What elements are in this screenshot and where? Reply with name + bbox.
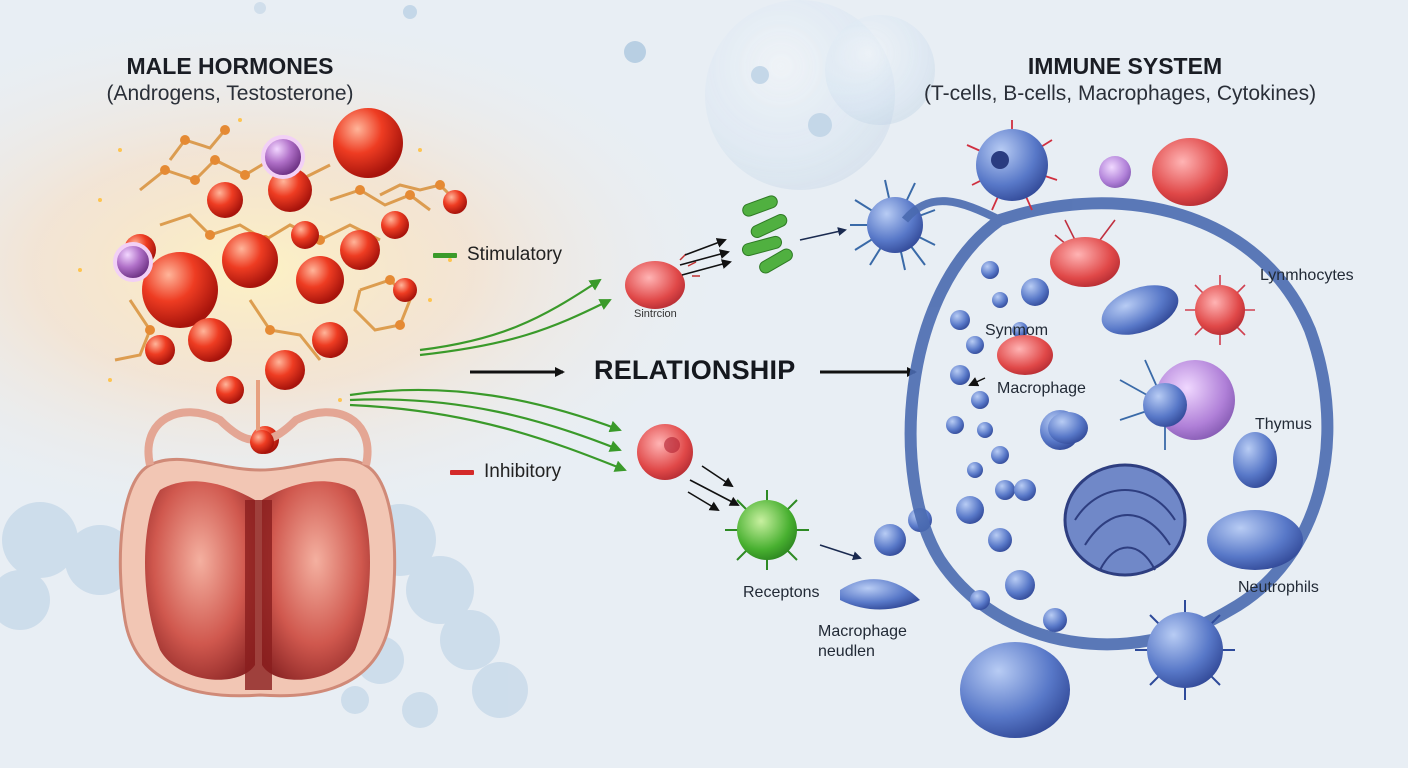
- neutrophil-ellipse: [1207, 510, 1303, 570]
- right-subtitle: (T-cells, B-cells, Macrophages, Cytokine…: [923, 82, 1317, 105]
- arrow-to-macrophage: [819, 544, 862, 561]
- relationship-label: RELATIONSHIP: [594, 355, 796, 385]
- stimulatory-arrows: [349, 278, 627, 472]
- red-cell-center-top: [1050, 219, 1120, 287]
- macrophage-label: Macrophage: [997, 380, 1086, 397]
- arrow-to-dendritic: [799, 227, 847, 241]
- thymus-label: Thymus: [1255, 416, 1312, 433]
- thymus-cell: [1233, 432, 1277, 488]
- hormone-molecule-cluster: [78, 108, 467, 454]
- blue-ellipse-cell: [1101, 285, 1179, 335]
- stimulatory-swatch: [433, 252, 457, 258]
- receptors-label: Receptons: [743, 584, 820, 601]
- inhibitory-swatch: [450, 469, 474, 475]
- lymphocyte-cell: [1185, 275, 1255, 345]
- background-bubbles: [0, 0, 935, 728]
- upper-cell-label: Sintrcion: [634, 308, 677, 320]
- green-bacteria: [741, 195, 793, 274]
- stimulatory-label: Stimulatory: [467, 244, 563, 265]
- small-black-arrows-lower: [687, 465, 740, 512]
- synom-label: Synmom: [985, 322, 1049, 339]
- immune-vessel-ring: [901, 197, 1334, 651]
- right-title: IMMUNE SYSTEM: [1027, 53, 1223, 79]
- blue-small-cluster: [956, 479, 1067, 632]
- thymus-organ: [1063, 463, 1187, 577]
- neutrophils-label: Neutrophils: [1238, 579, 1319, 596]
- synom-red-cell: [997, 335, 1053, 375]
- lymphocytes-label: Lynmhocytes: [1260, 267, 1354, 284]
- left-title: MALE HORMONES: [126, 53, 334, 79]
- inhibitory-label: Inhibitory: [484, 461, 562, 482]
- legend-inhibitory: Inhibitory: [450, 461, 561, 483]
- gland-illustration: [118, 380, 397, 698]
- green-receptor-cell: [725, 490, 809, 570]
- blue-cell-mid: [1048, 412, 1088, 444]
- mid-cell-lower: [637, 424, 693, 480]
- left-subtitle: (Androgens, Testosterone): [106, 82, 354, 105]
- arrow-small-synom: [968, 377, 986, 387]
- red-cell-top-right: [1152, 138, 1228, 206]
- legend-stimulatory: Stimulatory: [433, 244, 562, 266]
- violet-cell-small: [1099, 156, 1131, 188]
- blue-spiked-cell-bottom: [1135, 600, 1235, 700]
- macrophage-note-label: Macrophage neudlen: [818, 623, 907, 660]
- blue-spiked-cell-top: [966, 120, 1058, 211]
- mid-cell-upper: [625, 253, 700, 309]
- small-black-arrows-upper: [679, 238, 732, 276]
- blue-large-cell-bottom: [960, 642, 1070, 738]
- macrophage-center-cell: [1119, 359, 1235, 450]
